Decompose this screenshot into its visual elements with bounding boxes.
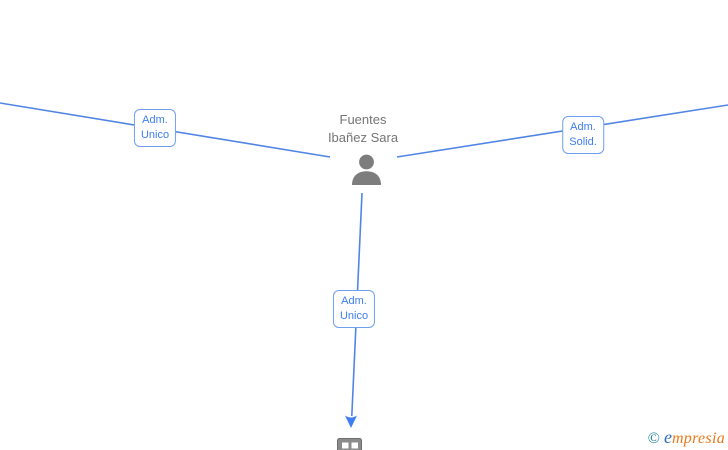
edge-label-line: Unico — [339, 310, 369, 322]
arrowhead-icon — [345, 415, 357, 428]
edge-label-right: Adm. Solid. — [562, 116, 604, 154]
edge-label-line: Unico — [140, 129, 170, 141]
building-icon[interactable] — [337, 438, 362, 450]
empresia-watermark: ©empresia — [648, 427, 725, 448]
person-icon[interactable] — [351, 154, 382, 185]
person-node-label: Fuentes Ibañez Sara — [328, 111, 398, 147]
edge-label-line: Adm. — [142, 114, 168, 126]
person-name-line1: Fuentes — [339, 112, 387, 127]
brand-name: mpresia — [671, 430, 725, 447]
edge-label-bottom: Adm. Unico — [332, 290, 376, 328]
brand-initial: e — [663, 427, 672, 447]
copyright-icon: © — [647, 430, 660, 447]
edge-label-left: Adm. Unico — [133, 109, 177, 147]
edge-label-line: Solid. — [569, 136, 597, 148]
person-name-line2: Ibañez Sara — [327, 130, 399, 145]
edge-label-line: Adm. — [341, 295, 367, 307]
edge-label-line: Adm. — [570, 121, 596, 133]
